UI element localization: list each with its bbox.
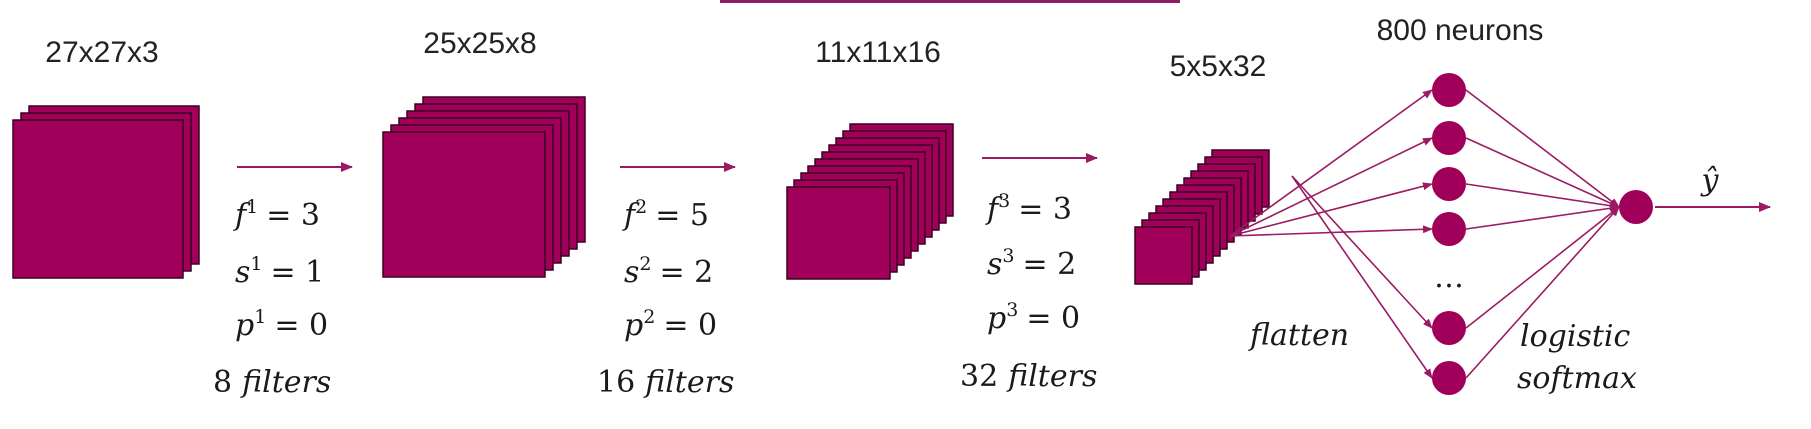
svg-text:p3= 0: p3 = 0 [987, 299, 1080, 336]
conv-3-filters-word: filters [1006, 359, 1097, 394]
conv-1-p-val: = 0 [274, 308, 328, 343]
volume-layer-1 [12, 105, 200, 279]
conv-2-filters-word: filters [643, 365, 734, 400]
connection-line [1465, 183, 1620, 210]
svg-text:p1= 0: p1 = 0 [235, 306, 328, 343]
connection-line [1465, 204, 1620, 230]
fc-title: 800 neurons [1377, 14, 1544, 47]
conv-1-f-sup: 1 [246, 196, 258, 218]
conv-2-filters-count: 16 [597, 365, 635, 400]
fc-connections [1229, 89, 1620, 379]
conv-1-f-val: = 3 [266, 198, 320, 233]
conv-1-s-var: s [235, 255, 250, 290]
volume-slice [12, 119, 184, 279]
top-accent-bar [720, 0, 1180, 3]
volume-slice [1134, 226, 1193, 285]
conv-1-p-sup: 1 [254, 306, 266, 328]
conv-1-s-val: = 1 [271, 255, 325, 290]
connection-line [1229, 182, 1433, 237]
conv-1-s-sup: 1 [250, 253, 262, 275]
connection-line [1229, 89, 1433, 237]
layer-4-dims: 5x5x32 [1170, 50, 1267, 83]
hidden-neuron [1432, 212, 1466, 246]
conv-2-s-var: s [624, 255, 639, 290]
connection-line [1229, 137, 1433, 237]
conv-3-p-val: = 0 [1026, 301, 1080, 336]
svg-text:f1= 3: f1= 3 [233, 196, 320, 233]
conv-2-f-val: = 5 [655, 198, 709, 233]
layer-3-dims: 11x11x16 [815, 36, 941, 69]
conv-3-s-var: s [987, 247, 1002, 282]
conv-2-s-sup: 2 [639, 253, 651, 275]
hidden-neuron [1432, 311, 1466, 345]
connection-line [1465, 89, 1620, 208]
conv-2-s-val: = 2 [660, 255, 714, 290]
conv-2-p-var: p [624, 308, 643, 343]
hidden-neuron [1432, 73, 1466, 107]
layer-1-dims: 27x27x3 [45, 36, 158, 69]
output-y-hat: ŷ [1700, 163, 1720, 198]
conv-2-p-val: = 0 [663, 308, 717, 343]
layer-2-dims: 25x25x8 [423, 27, 536, 60]
hidden-neuron [1432, 121, 1466, 155]
output-neuron [1619, 190, 1653, 224]
svg-text:s2= 2: s2 = 2 [624, 253, 713, 290]
volume-slice [786, 186, 891, 280]
fc-ellipsis: … [1434, 260, 1464, 295]
svg-text:p2= 0: p2 = 0 [624, 306, 717, 343]
connection-line [1291, 175, 1433, 379]
svg-text:s3= 2: s3 = 2 [987, 245, 1076, 282]
connection-line [1291, 175, 1433, 329]
connection-line [1465, 137, 1620, 208]
svg-text:f3= 3: f3= 3 [985, 190, 1072, 227]
conv-2-f-sup: 2 [635, 196, 647, 218]
hidden-neuron [1432, 167, 1466, 201]
volume-layer-2 [382, 96, 586, 278]
conv-1-p-var: p [235, 308, 254, 343]
activation-label-logistic: logistic [1520, 319, 1631, 354]
fc-neurons [1432, 73, 1653, 395]
connection-line [1465, 206, 1620, 329]
flatten-label: flatten [1248, 318, 1349, 353]
conv-3-f-sup: 3 [998, 190, 1010, 212]
conv-3-s-val: = 2 [1023, 247, 1077, 282]
svg-text:f2= 5: f2= 5 [622, 196, 709, 233]
conv-1-filters-count: 8 [213, 365, 232, 400]
conv-2-p-sup: 2 [643, 306, 655, 328]
volume-layer-3 [786, 123, 954, 280]
conv-3-p-var: p [987, 301, 1006, 336]
conv-3-s-sup: 3 [1002, 245, 1014, 267]
connection-line [1465, 206, 1620, 379]
conv-3-f-val: = 3 [1018, 192, 1072, 227]
hidden-neuron [1432, 361, 1466, 395]
volume-layer-4 [1134, 149, 1270, 285]
volume-slice [382, 131, 546, 278]
svg-text:s1= 1: s1 = 1 [235, 253, 324, 290]
conv-1-filters-word: filters [240, 365, 331, 400]
conv-3-filters-count: 32 [960, 359, 998, 394]
activation-label-softmax: softmax [1517, 361, 1637, 396]
conv-3-p-sup: 3 [1006, 299, 1018, 321]
